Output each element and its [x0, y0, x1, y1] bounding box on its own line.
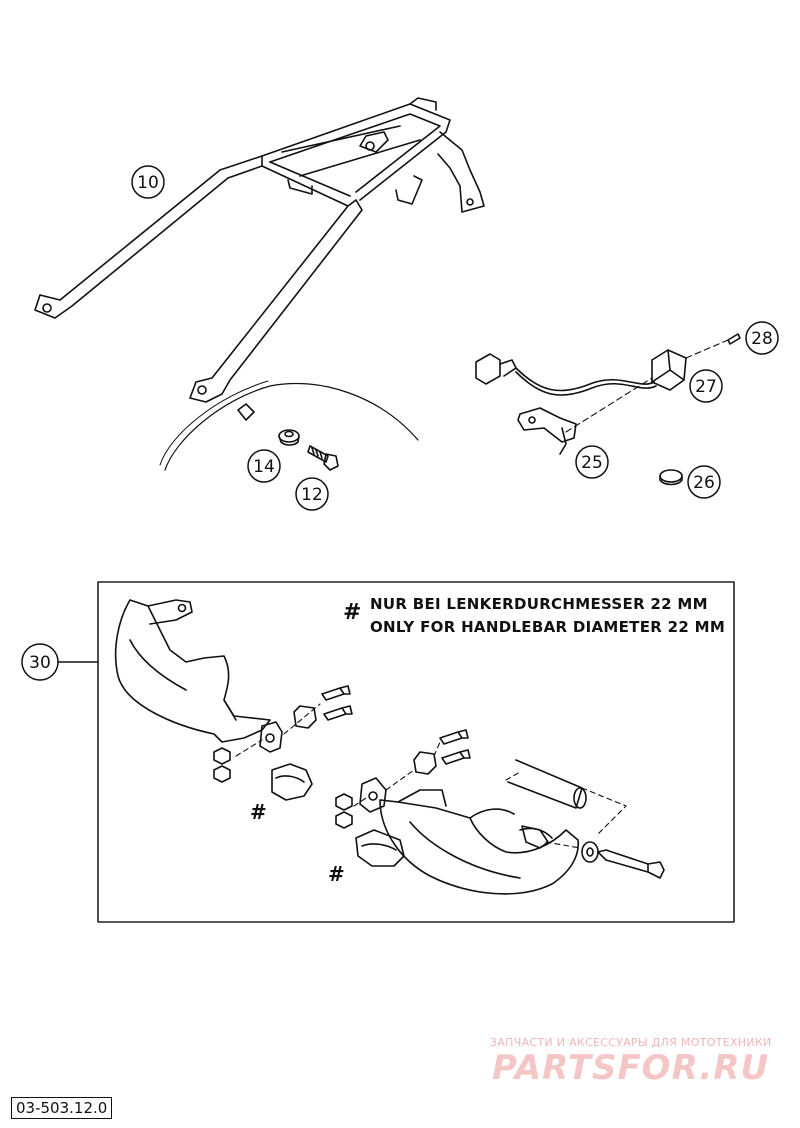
- callout-10: 10: [131, 165, 165, 199]
- right-handguard: [379, 789, 579, 895]
- callout-28: 28: [745, 321, 779, 355]
- note-symbol: #: [343, 600, 362, 625]
- small-screw: [727, 333, 741, 345]
- long-bolt: [581, 841, 665, 879]
- note-line-english: ONLY FOR HANDLEBAR DIAMETER 22 MM: [370, 618, 726, 636]
- watermark-brand: PARTSFOR.RU: [492, 1048, 770, 1088]
- callout-12: 12: [295, 477, 329, 511]
- svg-text:14: 14: [253, 457, 275, 477]
- note-line-german: NUR BEI LENKERDURCHMESSER 22 MM: [370, 595, 708, 613]
- callout-26: 26: [687, 465, 721, 499]
- callout-14: 14: [247, 449, 281, 483]
- kit-frame: [97, 581, 735, 923]
- left-clamp: [259, 705, 317, 753]
- reference-code: 03-503.12.0: [11, 1097, 113, 1119]
- svg-text:28: 28: [751, 329, 773, 349]
- tail-lamp: [651, 349, 687, 391]
- light-bracket: [517, 407, 577, 455]
- right-clamp: [359, 751, 437, 813]
- wiring-harness: [475, 353, 657, 396]
- svg-text:12: 12: [301, 485, 323, 505]
- handlebar-end: [507, 759, 587, 849]
- svg-text:27: 27: [695, 377, 717, 397]
- svg-text:30: 30: [29, 653, 51, 673]
- luggage-rack: [34, 97, 485, 403]
- hash-mark-right: #: [328, 862, 345, 886]
- callout-30: 30: [21, 643, 59, 681]
- callout-25: 25: [575, 445, 609, 479]
- svg-text:26: 26: [693, 473, 715, 493]
- watermark-tagline: ЗАПЧАСТИ И АКСЕССУАРЫ ДЛЯ МОТОТЕХНИКИ: [490, 1036, 772, 1049]
- cap: [659, 469, 683, 486]
- left-handguard: [114, 599, 271, 743]
- washer: [278, 429, 300, 446]
- hash-mark-left: #: [250, 800, 267, 824]
- svg-text:10: 10: [137, 173, 159, 193]
- fender-outline: [164, 382, 419, 471]
- svg-text:25: 25: [581, 453, 603, 473]
- diameter-note: NUR BEI LENKERDURCHMESSER 22 MM ONLY FOR…: [370, 593, 725, 639]
- left-spacer: [271, 763, 313, 801]
- bolt: [307, 445, 339, 471]
- right-spacer: [355, 829, 405, 867]
- callout-27: 27: [689, 369, 723, 403]
